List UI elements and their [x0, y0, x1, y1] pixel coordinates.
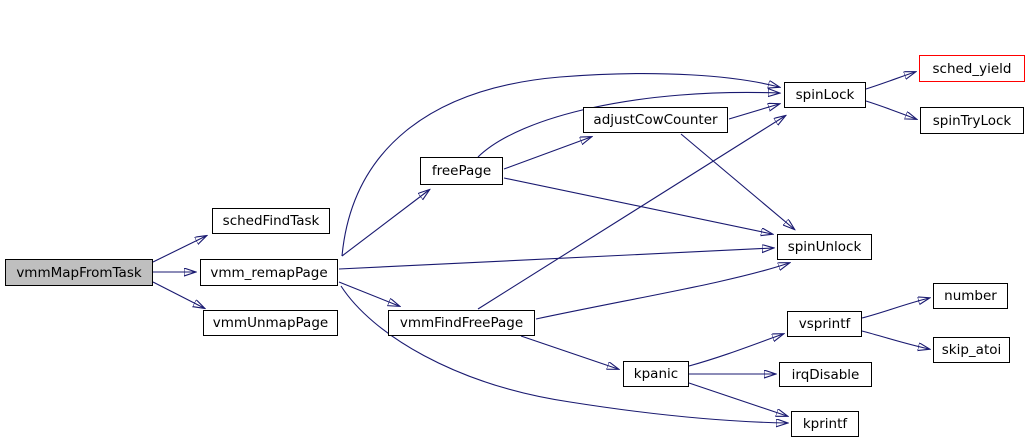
node-spinUnlock[interactable]: spinUnlock	[777, 234, 872, 260]
edge-adjustCowCounter-to-spinLock	[728, 104, 779, 120]
node-adjustCowCounter[interactable]: adjustCowCounter	[583, 107, 728, 133]
node-number[interactable]: number	[933, 283, 1008, 309]
edge-vmm_remapPage-to-kprintf	[340, 285, 787, 423]
edge-vmm_remapPage-to-freePage	[341, 190, 429, 257]
edge-vsprintf-to-skip_atoi	[861, 330, 929, 349]
node-kprintf[interactable]: kprintf	[791, 411, 859, 437]
node-vmmUnmapPage[interactable]: vmmUnmapPage	[203, 310, 338, 336]
edge-vmm_remapPage-to-vmmFindFreePage	[338, 281, 399, 306]
edge-freePage-to-adjustCowCounter	[503, 137, 591, 170]
node-vmm_remapPage[interactable]: vmm_remapPage	[200, 259, 338, 286]
node-kpanic[interactable]: kpanic	[623, 361, 689, 387]
node-irqDisable[interactable]: irqDisable	[779, 362, 872, 387]
node-skip_atoi[interactable]: skip_atoi	[933, 337, 1010, 363]
edge-freePage-to-spinUnlock	[503, 177, 772, 234]
node-freePage[interactable]: freePage	[420, 157, 503, 185]
edge-kpanic-to-vsprintf	[688, 334, 783, 367]
node-vmmMapFromTask: vmmMapFromTask	[5, 259, 153, 286]
edge-kpanic-to-kprintf	[688, 382, 787, 416]
node-spinLock[interactable]: spinLock	[784, 82, 866, 108]
node-sched_yield[interactable]: sched_yield	[919, 55, 1025, 82]
edge-vmmFindFreePage-to-kpanic	[520, 335, 618, 369]
edge-adjustCowCounter-to-spinUnlock	[680, 133, 794, 229]
node-vmmFindFreePage[interactable]: vmmFindFreePage	[388, 310, 535, 336]
edge-vmm_remapPage-to-spinUnlock	[338, 248, 773, 270]
edge-vmmFindFreePage-to-spinLock	[477, 116, 785, 310]
edge-vmm_remapPage-to-spinLock	[341, 73, 779, 257]
edge-vmmMapFromTask-to-schedFindTask	[152, 236, 206, 263]
edge-vmmMapFromTask-to-vmmUnmapPage	[152, 281, 204, 308]
edge-spinLock-to-spinTryLock	[865, 100, 916, 119]
edge-vmmFindFreePage-to-spinUnlock	[535, 263, 789, 320]
node-vsprintf[interactable]: vsprintf	[787, 311, 862, 337]
edge-spinLock-to-sched_yield	[865, 72, 915, 90]
node-spinTryLock[interactable]: spinTryLock	[920, 107, 1024, 134]
edge-vsprintf-to-number	[861, 298, 929, 319]
node-schedFindTask[interactable]: schedFindTask	[212, 208, 330, 234]
